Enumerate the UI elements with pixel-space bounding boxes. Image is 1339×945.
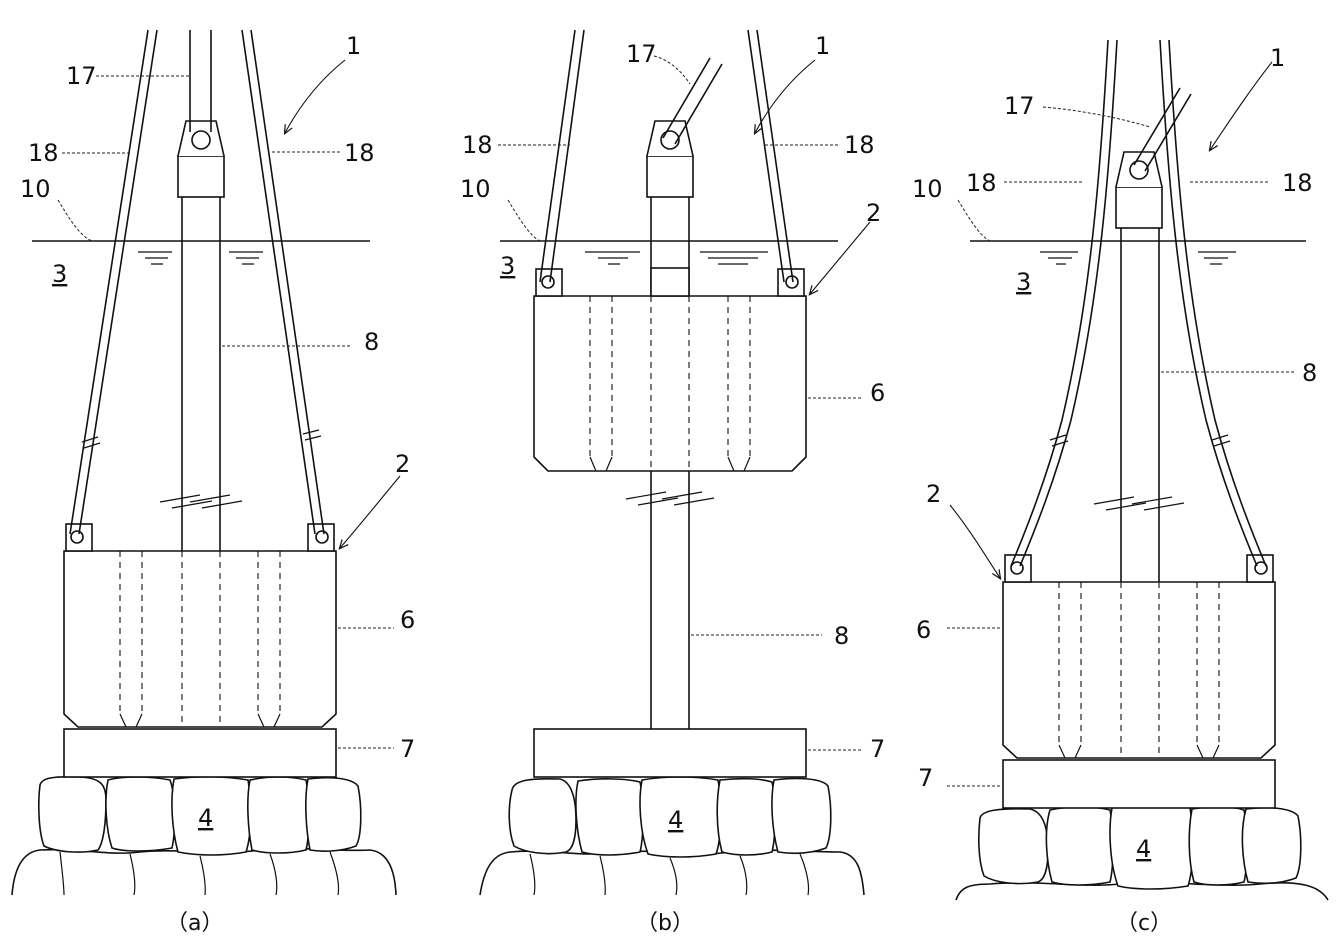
- label-water: 3: [1016, 268, 1031, 296]
- concrete-block: [533, 728, 807, 778]
- sling-left: [69, 29, 158, 544]
- label-sling-left: 18: [462, 131, 493, 159]
- sling-right: [747, 29, 799, 289]
- label-block: 7: [918, 764, 933, 792]
- label-bag: 6: [916, 616, 931, 644]
- concrete-block: [1002, 759, 1276, 809]
- rubble-mound: [955, 804, 1329, 901]
- label-bag: 6: [400, 606, 415, 634]
- rubble-mound: [479, 776, 865, 896]
- panel-a: 17 18 18 1 10 3 8 2 6 7 4 （a）: [11, 29, 415, 936]
- label-water-surface: 10: [460, 175, 491, 203]
- lifting-wire: [662, 57, 711, 139]
- label-device: 1: [346, 32, 361, 60]
- sling-left: [1010, 39, 1118, 575]
- label-wire: 17: [1004, 92, 1035, 120]
- shaft-head: [177, 155, 225, 198]
- sling-left: [539, 29, 585, 289]
- label-device: 1: [1270, 44, 1285, 72]
- panel-c: 17 18 18 1 10 3 8 2 6 7 4 （c）: [912, 39, 1329, 936]
- shaft: [159, 197, 243, 551]
- label-bag-unit: 2: [866, 199, 881, 227]
- label-shaft: 8: [834, 622, 849, 650]
- lug-right: [1246, 554, 1274, 583]
- label-rubble: 4: [198, 804, 213, 832]
- label-shaft: 8: [364, 328, 379, 356]
- panel-b: 17 18 18 1 10 3 2 6 8 7 4 （b）: [460, 29, 885, 936]
- label-sling-right: 18: [344, 139, 375, 167]
- label-shaft: 8: [1302, 359, 1317, 387]
- label-water: 3: [500, 252, 515, 280]
- label-sling-right: 18: [1282, 169, 1313, 197]
- filling-bag: [533, 295, 807, 472]
- label-rubble: 4: [668, 806, 683, 834]
- shaft-head: [646, 155, 694, 198]
- label-sling-right: 18: [844, 131, 875, 159]
- sling-right: [1159, 39, 1268, 575]
- concrete-block: [63, 728, 337, 778]
- caption-c: （c）: [1116, 911, 1172, 936]
- label-water-surface: 10: [912, 175, 943, 203]
- filling-bag: [63, 550, 337, 728]
- shaft: [1093, 228, 1185, 582]
- label-bag: 6: [870, 379, 885, 407]
- label-wire: 17: [626, 40, 657, 68]
- sling-right: [241, 29, 329, 544]
- label-water-surface: 10: [20, 175, 51, 203]
- label-wire: 17: [66, 62, 97, 90]
- label-sling-left: 18: [28, 139, 59, 167]
- label-sling-left: 18: [966, 169, 997, 197]
- lug-right: [307, 523, 335, 552]
- lug-left: [535, 268, 563, 297]
- label-bag-unit: 2: [395, 450, 410, 478]
- label-water: 3: [52, 260, 67, 288]
- filling-bag: [1002, 581, 1276, 759]
- label-block: 7: [400, 735, 415, 763]
- label-block: 7: [870, 735, 885, 763]
- label-device: 1: [815, 32, 830, 60]
- lug-left: [65, 523, 93, 552]
- label-bag-unit: 2: [926, 480, 941, 508]
- caption-a: （a）: [166, 911, 223, 936]
- rubble-mound: [11, 775, 397, 896]
- caption-b: （b）: [636, 911, 694, 936]
- lug-left: [1004, 554, 1032, 583]
- label-rubble: 4: [1136, 835, 1151, 863]
- shaft-head: [1115, 186, 1163, 229]
